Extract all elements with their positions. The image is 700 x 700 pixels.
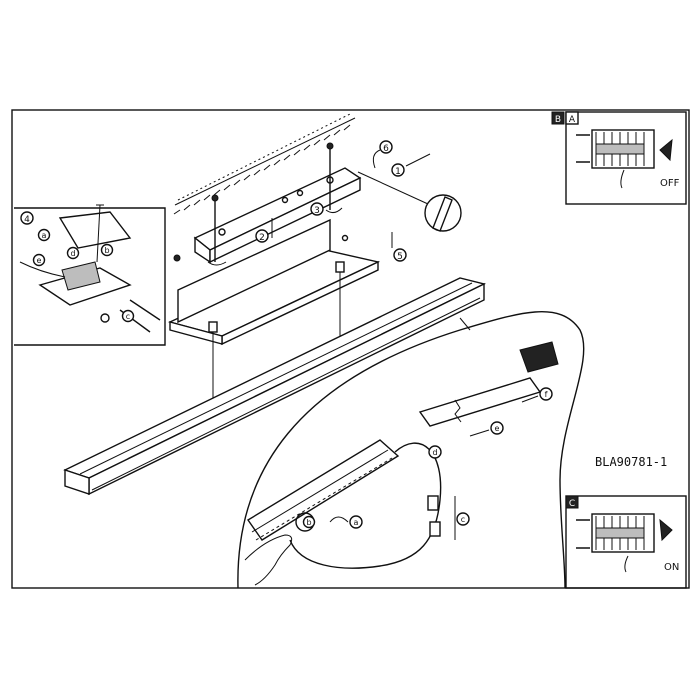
svg-text:2: 2 xyxy=(259,233,265,243)
inset-letters: a e d b c xyxy=(32,228,135,323)
step-5-marker: 5 xyxy=(391,232,407,262)
svg-text:a: a xyxy=(354,518,359,527)
circuit-breaker-on-icon xyxy=(576,513,673,573)
step-1-marker: 1 xyxy=(391,153,431,177)
detail-callout: f e d c a b xyxy=(237,311,585,589)
step-markers: 1 2 3 4 5 6 xyxy=(20,140,431,262)
canopy-box xyxy=(167,218,381,346)
svg-text:5: 5 xyxy=(397,252,403,262)
svg-text:b: b xyxy=(306,518,311,527)
step-4-marker: 4 xyxy=(20,211,34,225)
svg-text:e: e xyxy=(495,424,500,433)
hand-icon xyxy=(244,534,293,586)
terminal-connection-inset xyxy=(14,204,166,346)
svg-text:d: d xyxy=(432,448,437,457)
circuit-breaker-off-icon xyxy=(576,129,673,189)
svg-text:C: C xyxy=(569,499,575,509)
suspension-cables xyxy=(208,261,345,400)
wall-plug-detail xyxy=(357,149,462,232)
svg-text:f: f xyxy=(545,390,548,399)
svg-text:b: b xyxy=(104,246,109,255)
svg-text:4: 4 xyxy=(24,215,30,225)
step-3-marker: 3 xyxy=(310,202,324,216)
svg-text:c: c xyxy=(126,312,130,321)
step-6-marker: 6 xyxy=(379,140,393,154)
svg-text:1: 1 xyxy=(395,167,401,177)
svg-text:B: B xyxy=(555,115,561,125)
svg-text:c: c xyxy=(461,515,465,524)
svg-text:ON: ON xyxy=(664,562,679,573)
ceiling-hatch xyxy=(173,112,356,215)
svg-text:A: A xyxy=(569,115,576,125)
svg-text:e: e xyxy=(37,256,42,265)
svg-text:d: d xyxy=(70,249,75,258)
svg-text:6: 6 xyxy=(383,144,389,154)
svg-text:OFF: OFF xyxy=(660,178,680,189)
step-2-marker: 2 xyxy=(255,218,273,243)
svg-text:a: a xyxy=(42,231,47,240)
model-code: BLA90781-1 xyxy=(595,455,667,469)
breaker-off-panel: B A OFF xyxy=(551,111,687,205)
breaker-on-panel: C ON xyxy=(565,495,687,589)
ceiling-mounting-bracket xyxy=(173,142,362,266)
svg-text:3: 3 xyxy=(314,206,320,216)
luminaire-body xyxy=(63,277,487,496)
outer-frame xyxy=(11,109,690,589)
